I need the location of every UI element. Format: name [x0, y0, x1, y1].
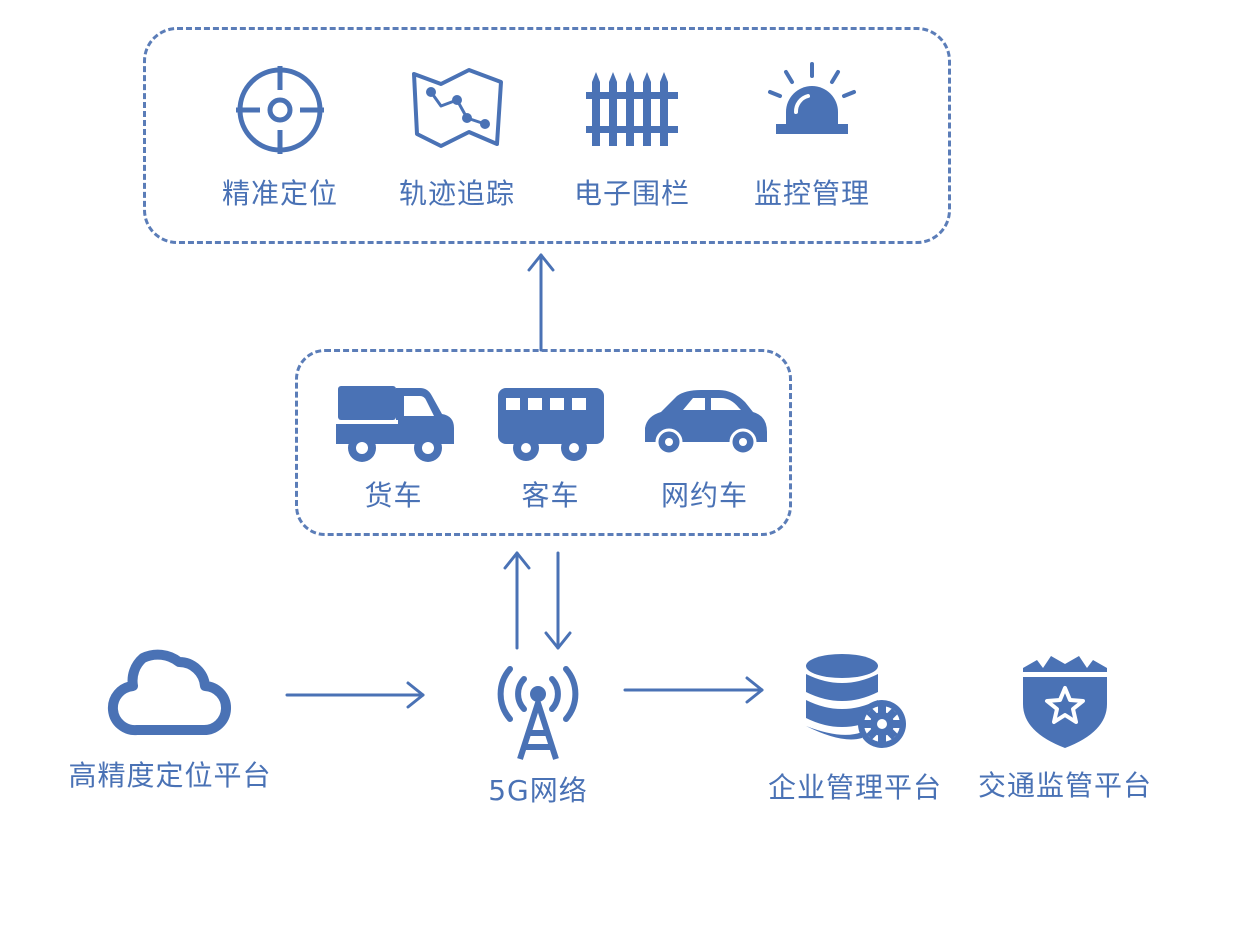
arrow-network-to-enterprise	[623, 676, 764, 704]
arrow-network-to-vehicles	[503, 551, 531, 650]
vehicle-bus: 客车	[483, 382, 618, 514]
platform-label: 高精度定位平台	[68, 759, 272, 792]
function-precise-positioning: 精准定位	[210, 62, 350, 212]
platform-traffic-supervision: 交通监管平台	[970, 650, 1160, 804]
database-gear-icon	[800, 652, 910, 752]
police-shield-icon	[1017, 650, 1113, 750]
bus-icon	[496, 382, 606, 464]
vehicles-box	[295, 349, 792, 536]
map-route-icon	[409, 62, 505, 158]
function-monitoring-management: 监控管理	[742, 62, 882, 212]
arrow-vehicles-to-network	[544, 551, 572, 650]
function-label: 轨迹追踪	[398, 177, 515, 210]
arrow-positioning-to-network	[285, 681, 425, 709]
truck-icon	[332, 382, 456, 464]
vehicle-label: 货车	[364, 479, 423, 512]
vehicle-label: 客车	[521, 479, 580, 512]
vehicle-truck: 货车	[326, 382, 461, 514]
platform-5g-network: 5G网络	[458, 665, 618, 809]
platform-enterprise-management: 企业管理平台	[760, 652, 950, 806]
platform-label: 企业管理平台	[767, 771, 942, 804]
function-label: 精准定位	[221, 177, 338, 210]
function-electronic-fence: 电子围栏	[562, 62, 702, 212]
vehicle-ride-hailing-car: 网约车	[637, 382, 772, 514]
functions-box	[143, 27, 951, 244]
function-track-tracing: 轨迹追踪	[387, 62, 527, 212]
signal-tower-icon	[488, 665, 588, 761]
platform-high-precision-positioning: 高精度定位平台	[55, 640, 285, 794]
cloud-icon	[107, 640, 233, 740]
platform-label: 交通监管平台	[977, 769, 1152, 802]
function-label: 监控管理	[753, 177, 870, 210]
alarm-light-icon	[764, 62, 860, 158]
vehicle-label: 网约车	[660, 479, 748, 512]
crosshair-icon	[232, 62, 328, 158]
function-label: 电子围栏	[573, 177, 690, 210]
car-icon	[641, 382, 769, 464]
fence-icon	[582, 62, 682, 158]
arrow-vehicles-to-functions	[527, 253, 555, 352]
platform-label: 5G网络	[488, 774, 588, 807]
